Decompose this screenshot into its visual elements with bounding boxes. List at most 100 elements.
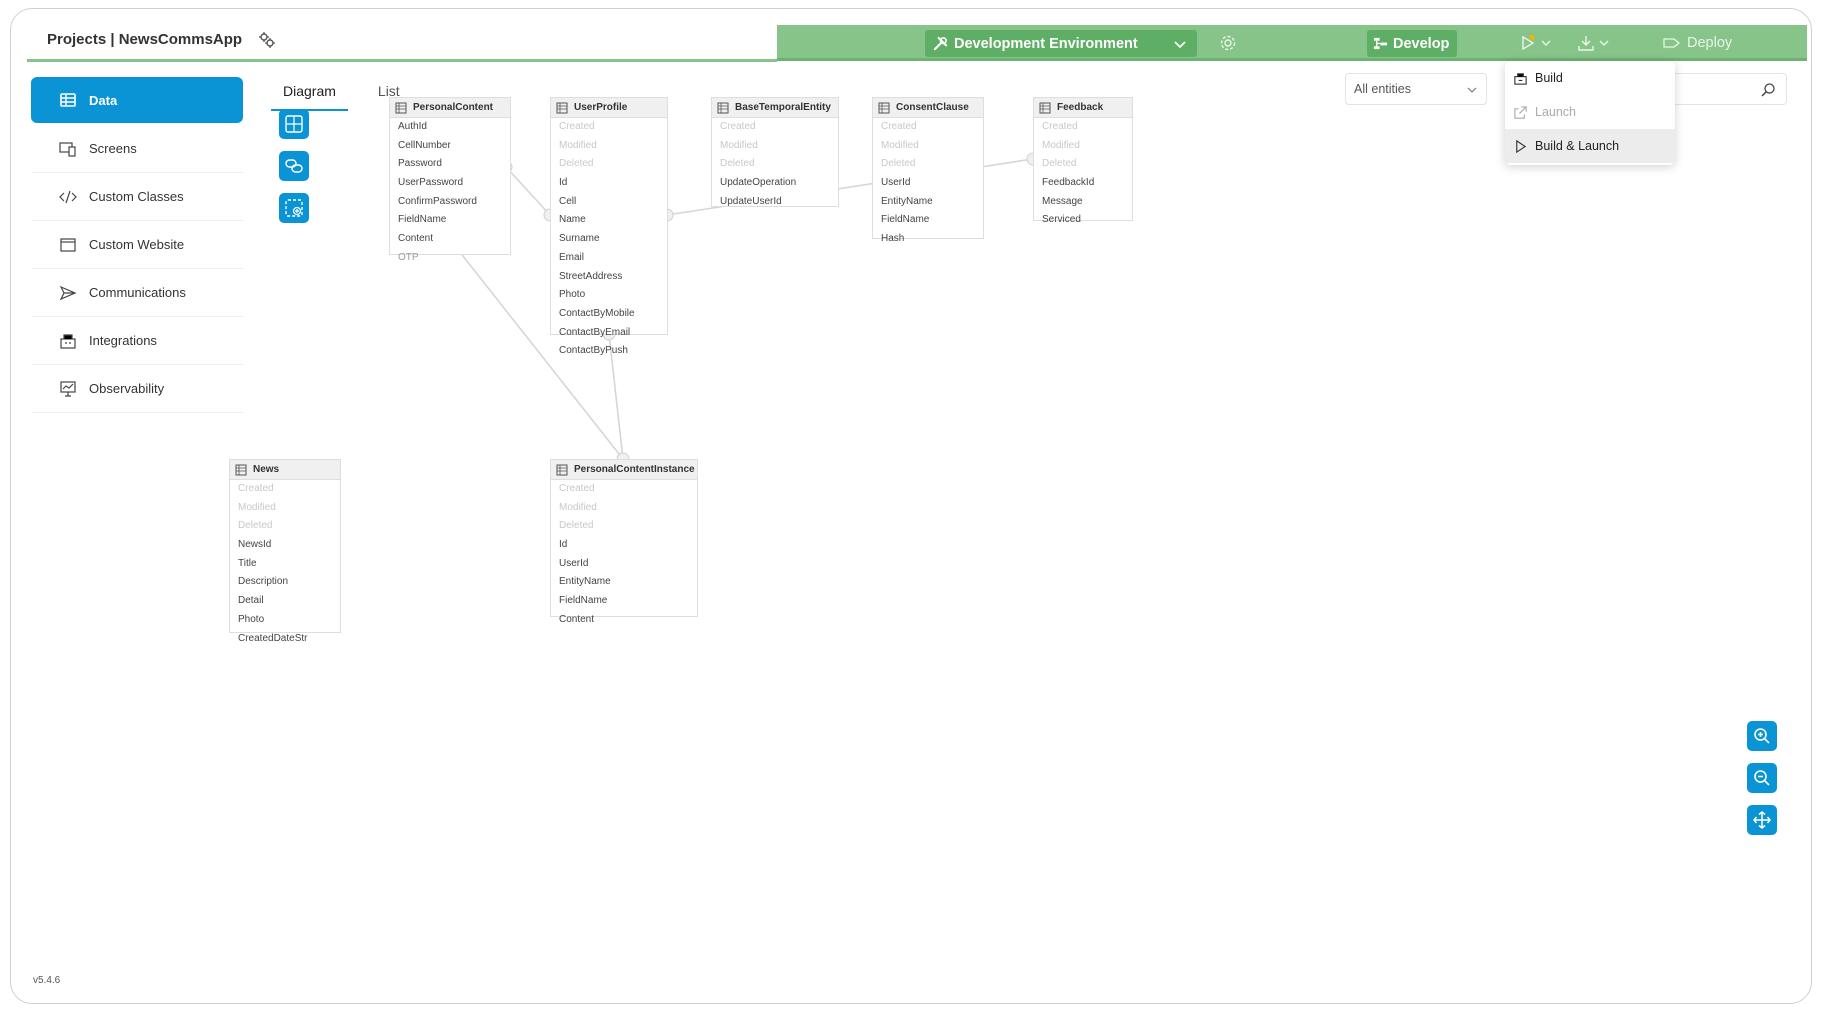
entity-field: CellNumber — [398, 139, 451, 151]
sidebar-item-label: Data — [89, 92, 118, 108]
sidebar-item-label: Screens — [89, 141, 137, 156]
code-icon — [59, 190, 77, 203]
entity-field: Deleted — [881, 158, 916, 170]
sidebar-item-integrations[interactable]: Integrations — [31, 317, 243, 365]
fit-view-button[interactable] — [1747, 805, 1777, 835]
tools-icon — [933, 36, 948, 51]
entity-personal-content[interactable]: PersonalContent AuthId CellNumber Passwo… — [389, 97, 511, 263]
gear-icon[interactable] — [1217, 32, 1239, 54]
entity-field: Modified — [238, 501, 276, 513]
project-title[interactable]: Projects | NewsCommsApp — [47, 31, 243, 48]
entity-field: Created — [238, 483, 274, 494]
run-menu-button[interactable] — [1519, 31, 1559, 55]
tab-diagram[interactable]: Diagram — [271, 75, 348, 111]
project-settings-icon[interactable] — [257, 30, 277, 50]
entity-field: Surname — [559, 233, 600, 245]
version-label: v5.4.6 — [33, 975, 61, 986]
entity-field: EntityName — [559, 576, 611, 588]
menu-item-label: Launch — [1535, 105, 1577, 119]
run-dropdown-menu: Build Launch Build & Launch — [1505, 61, 1675, 165]
menu-item-label: Build & Launch — [1535, 139, 1620, 153]
entity-header[interactable]: News — [230, 460, 340, 480]
entity-field: AuthId — [398, 121, 427, 132]
entity-user-profile[interactable]: UserProfile Created Modified Deleted Id … — [550, 97, 668, 356]
entity-field: Content — [398, 233, 434, 245]
entity-field: UserId — [881, 177, 911, 189]
develop-icon — [1373, 37, 1388, 50]
sidebar-item-observability[interactable]: Observability — [31, 365, 243, 413]
chevron-down-icon — [1467, 87, 1477, 93]
sidebar-item-data[interactable]: Data — [31, 77, 243, 123]
entity-header[interactable]: PersonalContentInstance — [551, 460, 697, 480]
entity-field: Description — [238, 576, 289, 588]
entity-field: Created — [559, 483, 595, 494]
entity-name: PersonalContentInstance — [574, 464, 695, 475]
deploy-button[interactable]: Deploy — [1663, 31, 1773, 55]
entity-field: Created — [559, 121, 595, 132]
search-icon[interactable] — [1760, 82, 1776, 98]
entity-field: OTP — [398, 251, 419, 263]
entity-field: Hash — [881, 233, 905, 245]
table-icon — [556, 464, 568, 475]
entity-field: Created — [720, 121, 756, 132]
move-arrows-icon — [1753, 811, 1771, 829]
zoom-out-icon — [1754, 770, 1770, 786]
entity-name: BaseTemporalEntity — [735, 102, 831, 113]
table-icon — [717, 102, 729, 113]
entity-field: StreetAddress — [559, 270, 623, 282]
download-menu-button[interactable] — [1577, 31, 1617, 55]
menu-item-build-launch[interactable]: Build & Launch — [1505, 129, 1675, 163]
table-icon — [395, 102, 407, 113]
browser-icon — [60, 237, 76, 252]
entity-field: Modified — [559, 501, 597, 513]
entity-header[interactable]: PersonalContent — [390, 98, 510, 118]
menu-item-build[interactable]: Build — [1505, 61, 1675, 95]
sidebar-item-screens[interactable]: Screens — [31, 125, 243, 173]
entity-header[interactable]: ConsentClause — [873, 98, 983, 118]
entity-base-temporal-entity[interactable]: BaseTemporalEntity Created Modified Dele… — [711, 97, 839, 207]
zoom-out-button[interactable] — [1747, 763, 1777, 793]
entity-field: Email — [559, 251, 585, 263]
entity-header[interactable]: UserProfile — [551, 98, 667, 118]
build-icon — [1514, 72, 1527, 85]
entity-field: FeedbackId — [1042, 177, 1095, 189]
add-relation-button[interactable] — [279, 151, 309, 181]
environment-select[interactable]: Development Environment — [925, 30, 1197, 57]
entity-name: PersonalContent — [413, 102, 494, 113]
zoom-in-button[interactable] — [1747, 721, 1777, 751]
develop-button[interactable]: Develop — [1367, 30, 1457, 57]
sidebar-item-custom-classes[interactable]: Custom Classes — [31, 173, 243, 221]
integrations-icon — [60, 333, 76, 349]
entity-field: Deleted — [1042, 158, 1077, 170]
play-icon — [1522, 34, 1535, 51]
entity-name: UserProfile — [574, 102, 628, 113]
sidebar-item-label: Integrations — [89, 333, 157, 348]
entity-consent-clause[interactable]: ConsentClause Created Modified Deleted U… — [872, 97, 984, 244]
entity-field: FieldName — [398, 214, 447, 226]
entity-header[interactable]: BaseTemporalEntity — [712, 98, 838, 118]
add-entity-button[interactable] — [279, 109, 309, 139]
chevron-down-icon — [1599, 40, 1609, 46]
entity-field: UserId — [559, 557, 589, 569]
entity-field: Modified — [881, 139, 919, 151]
entity-field: ContactByPush — [559, 345, 628, 357]
entity-field: UpdateOperation — [720, 177, 797, 189]
sidebar-item-communications[interactable]: Communications — [31, 269, 243, 317]
entity-field: Content — [559, 613, 595, 625]
entity-field: Message — [1042, 195, 1083, 207]
chevron-down-icon — [1541, 40, 1551, 46]
entity-field: Modified — [720, 139, 758, 151]
add-group-button[interactable] — [279, 193, 309, 223]
menu-item-launch[interactable]: Launch — [1505, 95, 1675, 129]
entity-news[interactable]: News Created Modified Deleted NewsId Tit… — [229, 459, 341, 644]
entity-field: Id — [559, 177, 568, 189]
entity-filter-select[interactable]: All entities — [1345, 73, 1487, 105]
entity-personal-content-instance[interactable]: PersonalContentInstance Created Modified… — [550, 459, 698, 625]
tab-list[interactable]: List — [377, 83, 400, 99]
entity-feedback[interactable]: Feedback Created Modified Deleted Feedba… — [1033, 97, 1133, 225]
entity-field: Photo — [238, 613, 265, 625]
entity-field: Detail — [238, 595, 264, 607]
entity-header[interactable]: Feedback — [1034, 98, 1132, 118]
sidebar-item-custom-website[interactable]: Custom Website — [31, 221, 243, 269]
external-link-icon — [1514, 105, 1527, 119]
